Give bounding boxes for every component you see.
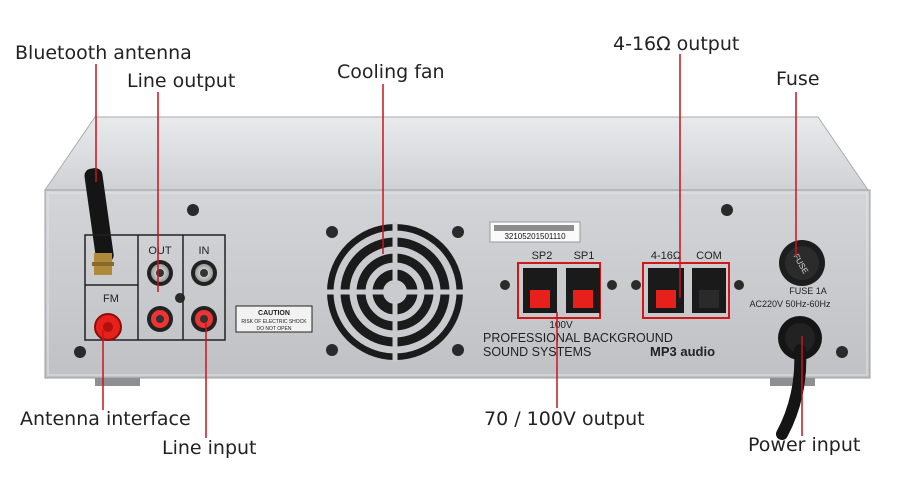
callout-bluetooth-antenna: Bluetooth antenna bbox=[15, 42, 192, 64]
leader-lines bbox=[95, 54, 803, 438]
serial-sticker: 32105201501110 bbox=[489, 221, 581, 243]
fm-label: FM bbox=[103, 293, 119, 305]
fuse-holder: FUSE FUSE 1A AC220V 50Hz-60Hz bbox=[749, 240, 831, 309]
svg-text:DO NOT OPEN: DO NOT OPEN bbox=[257, 326, 292, 332]
chassis-top bbox=[44, 116, 869, 191]
screws bbox=[74, 204, 848, 358]
brand-text: PROFESSIONAL BACKGROUND SOUND SYSTEMS MP… bbox=[483, 331, 715, 359]
out-label: OUT bbox=[148, 245, 172, 257]
io-block: FM OUT IN bbox=[84, 234, 226, 341]
callout-line-input: Line input bbox=[162, 437, 257, 459]
callout-cooling-fan: Cooling fan bbox=[337, 61, 445, 83]
svg-text:SP2: SP2 bbox=[532, 250, 553, 262]
foot-right bbox=[770, 378, 815, 386]
caution-label: CAUTION RISK OF ELECTRIC SHOCK DO NOT OP… bbox=[235, 305, 313, 333]
svg-text:PROFESSIONAL BACKGROUND: PROFESSIONAL BACKGROUND bbox=[483, 331, 673, 345]
rca-in-red bbox=[191, 306, 217, 332]
svg-text:32105201501110: 32105201501110 bbox=[504, 232, 566, 241]
callout-4-16-ohm-output: 4-16Ω output bbox=[613, 33, 740, 55]
power-cord bbox=[776, 316, 822, 440]
svg-text:MP3 audio: MP3 audio bbox=[650, 344, 715, 359]
callout-power-input: Power input bbox=[748, 434, 861, 456]
callout-line-output: Line output bbox=[127, 70, 236, 92]
svg-text:COM: COM bbox=[696, 250, 722, 262]
svg-text:SOUND SYSTEMS: SOUND SYSTEMS bbox=[483, 345, 591, 359]
bluetooth-antenna bbox=[84, 168, 114, 275]
speaker-terminals-ohm: 4-16Ω COM bbox=[642, 250, 730, 319]
speaker-terminals-100v: SP2 SP1 100V bbox=[517, 250, 601, 331]
rca-in-white bbox=[191, 260, 217, 286]
svg-text:100V: 100V bbox=[549, 320, 573, 331]
foot-left bbox=[95, 378, 140, 386]
rca-out-white bbox=[147, 260, 173, 286]
svg-text:4-16Ω: 4-16Ω bbox=[651, 250, 681, 262]
in-label: IN bbox=[199, 245, 210, 257]
svg-text:AC220V 50Hz-60Hz: AC220V 50Hz-60Hz bbox=[749, 299, 831, 309]
rca-out-red bbox=[147, 306, 173, 332]
callout-fuse: Fuse bbox=[776, 68, 820, 90]
cooling-fan-grille bbox=[325, 222, 465, 362]
callout-70-100v-output: 70 / 100V output bbox=[484, 408, 645, 430]
callout-antenna-interface: Antenna interface bbox=[20, 408, 191, 430]
svg-text:SP1: SP1 bbox=[574, 250, 595, 262]
svg-text:RISK OF ELECTRIC SHOCK: RISK OF ELECTRIC SHOCK bbox=[241, 319, 307, 325]
svg-text:CAUTION: CAUTION bbox=[258, 310, 290, 317]
svg-text:FUSE 1A: FUSE 1A bbox=[789, 286, 827, 296]
